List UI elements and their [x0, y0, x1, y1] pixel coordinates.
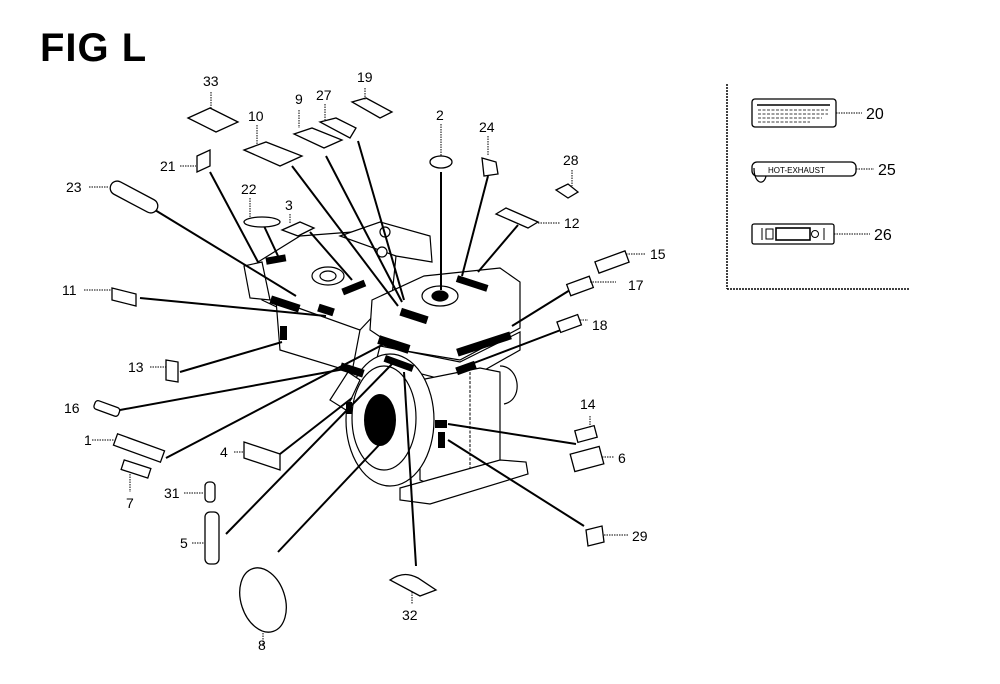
part-24-decal — [481, 157, 499, 177]
callout-labels: 33 10 9 27 19 2 24 28 12 21 23 22 3 11 1… — [62, 69, 666, 653]
part-27-decal — [318, 117, 357, 139]
part-5-decal — [204, 511, 220, 565]
part-1-decal — [112, 432, 166, 464]
callout-20: 20 — [866, 106, 884, 123]
callout-32: 32 — [402, 607, 418, 623]
part-8-decal — [239, 567, 287, 633]
callout-15: 15 — [650, 246, 666, 262]
part-13-decal — [165, 359, 179, 383]
callout-27: 27 — [316, 87, 332, 103]
callout-25: 25 — [878, 162, 896, 179]
part-9-decal — [292, 127, 344, 149]
part-20-label — [751, 98, 837, 128]
callout-23: 23 — [66, 179, 82, 195]
decal-parts — [93, 97, 630, 633]
callout-6: 6 — [618, 450, 626, 466]
callout-3: 3 — [285, 197, 293, 213]
callout-5: 5 — [180, 535, 188, 551]
callout-ticks — [84, 88, 646, 646]
callout-22: 22 — [241, 181, 257, 197]
part-17-decal — [565, 275, 595, 297]
part-7-decal — [120, 459, 152, 479]
part-18-decal — [556, 313, 583, 334]
part-3-decal — [280, 221, 316, 237]
callout-18: 18 — [592, 317, 608, 333]
part-11-decal — [111, 287, 137, 307]
part-14-decal — [573, 424, 599, 444]
part-12-decal — [494, 207, 540, 229]
part-21-decal — [196, 148, 211, 174]
part-16-decal — [93, 399, 121, 417]
callout-24: 24 — [479, 119, 495, 135]
inset-panel: 20 HOT-EXHAUST 25 26 — [726, 84, 910, 290]
callout-29: 29 — [632, 528, 648, 544]
part-26-label — [751, 223, 835, 245]
engine-illustration — [243, 221, 529, 505]
callout-1: 1 — [84, 432, 92, 448]
callout-31: 31 — [164, 485, 180, 501]
part-23-decal — [109, 180, 159, 214]
callout-11: 11 — [62, 282, 77, 298]
callout-13: 13 — [128, 359, 144, 375]
part-32-decal — [388, 573, 438, 597]
part-4-decal — [243, 441, 281, 471]
part-19-decal — [350, 97, 394, 119]
callout-2: 2 — [436, 107, 444, 123]
callout-8: 8 — [258, 637, 266, 653]
hot-exhaust-text: HOT-EXHAUST — [768, 166, 825, 175]
callout-16: 16 — [64, 400, 80, 416]
part-2-decal — [429, 155, 453, 169]
callout-19: 19 — [357, 69, 373, 85]
callout-7: 7 — [126, 495, 134, 511]
callout-4: 4 — [220, 444, 228, 460]
leader-lines — [119, 140, 585, 567]
engine-decal-marks — [265, 254, 512, 448]
callout-33: 33 — [203, 73, 219, 89]
part-33-decal — [186, 107, 240, 133]
callout-12: 12 — [564, 215, 580, 231]
part-22-decal — [243, 216, 281, 228]
part-6-decal — [569, 445, 605, 473]
part-10-decal — [242, 141, 304, 167]
callout-9: 9 — [295, 91, 303, 107]
part-29-decal — [585, 525, 605, 547]
callout-14: 14 — [580, 396, 596, 412]
callout-28: 28 — [563, 152, 579, 168]
figure-title: FIG L — [40, 26, 148, 70]
part-31-decal — [204, 481, 216, 503]
callout-17: 17 — [628, 277, 644, 293]
part-15-decal — [594, 250, 630, 274]
callout-26: 26 — [874, 227, 892, 244]
part-25-label: HOT-EXHAUST — [751, 161, 857, 183]
callout-21: 21 — [160, 158, 176, 174]
part-28-decal — [554, 183, 580, 199]
callout-10: 10 — [248, 108, 264, 124]
